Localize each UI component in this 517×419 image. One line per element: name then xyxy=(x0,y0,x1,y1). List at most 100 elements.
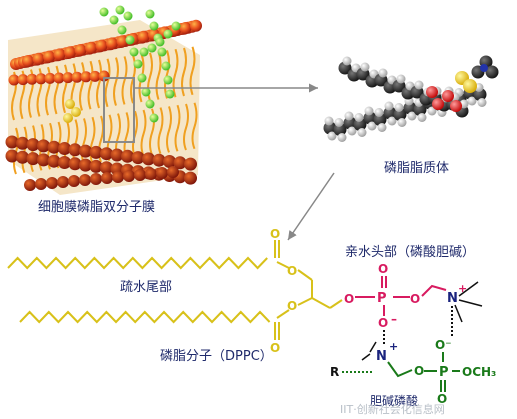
lipid-head xyxy=(53,48,66,61)
highlight-lipid xyxy=(71,107,81,117)
hydrogen-atom xyxy=(347,126,357,136)
ester-linking-oxygen-upper: O xyxy=(287,264,297,278)
lipid-head xyxy=(26,73,38,85)
phosphate-ester-oxygen-right: O xyxy=(410,292,420,306)
lipid-head xyxy=(89,159,103,173)
membrane-caption: 细胞膜磷脂双分子膜 xyxy=(38,200,156,215)
lipid-head xyxy=(24,179,36,191)
fatty-acid-chain-upper xyxy=(7,256,268,270)
lipid-tail xyxy=(81,118,87,165)
lipid-tail xyxy=(62,64,68,114)
hydrogen-atom xyxy=(396,74,406,84)
lipid-head xyxy=(47,154,61,168)
protein-bead xyxy=(147,43,157,53)
oxygen-atom xyxy=(450,100,462,112)
lipid-tail xyxy=(89,116,96,164)
highlight-lipid xyxy=(63,113,73,123)
fatty-acid-chain-lower xyxy=(19,310,271,324)
protein-bead xyxy=(149,21,159,31)
lipid-head xyxy=(47,140,61,154)
choline-nitrogen: N xyxy=(447,291,458,306)
r-group-label: R xyxy=(330,365,339,379)
lipid-tail xyxy=(140,109,147,157)
lipid-head xyxy=(37,153,50,167)
protein-bead xyxy=(141,87,151,97)
lipid-head xyxy=(184,157,197,171)
lipid-head xyxy=(106,37,118,50)
lipid-head xyxy=(152,153,166,167)
phospholipid-space-filling-model xyxy=(323,55,499,142)
lower-phosphorus: P xyxy=(439,365,449,380)
lipid-head xyxy=(68,157,82,171)
ester-linking-oxygen-lower: O xyxy=(287,299,297,313)
hydrogen-atom xyxy=(324,116,334,126)
protein-bead xyxy=(115,5,125,15)
protein-bead xyxy=(157,47,167,57)
lower-anion-oxygen: O⁻ xyxy=(435,338,452,352)
lipid-head xyxy=(16,150,29,164)
protein-bead xyxy=(165,89,175,99)
lower-ester-oxygen: O xyxy=(414,364,424,378)
protein-bead xyxy=(117,25,127,35)
protein-bead xyxy=(137,73,147,83)
hydrogen-atom xyxy=(327,131,337,141)
ester-oxygen-upper: O xyxy=(270,227,280,241)
lipid-head xyxy=(79,158,92,172)
hydrogen-atom xyxy=(477,98,487,107)
hydrogen-atom xyxy=(334,118,344,127)
lipid-head xyxy=(101,172,113,184)
lipid-head xyxy=(58,142,71,155)
lipid-head xyxy=(89,70,101,82)
oxygen-atom xyxy=(442,90,454,102)
protein-bead xyxy=(171,21,181,31)
lipid-tail xyxy=(87,60,94,110)
protein-bead xyxy=(109,15,119,25)
lipid-head xyxy=(22,55,34,67)
membrane-bilayer-illustration xyxy=(5,5,202,195)
lipid-head xyxy=(26,138,40,152)
phosphoryl-oxygen: O xyxy=(378,262,388,276)
hydrogen-atom xyxy=(387,116,397,126)
lipid-head xyxy=(85,41,97,54)
hydrogen-atom xyxy=(357,128,367,137)
liposome-caption: 磷脂脂质体 xyxy=(384,161,450,176)
lipid-head xyxy=(90,173,102,185)
hydrogen-atom xyxy=(397,118,407,127)
hydrogen-atom xyxy=(407,111,417,121)
highlight-lipid xyxy=(65,99,75,109)
choline-carbon-atom xyxy=(485,65,499,79)
lipid-tail xyxy=(113,57,119,106)
lipid-head xyxy=(64,46,76,59)
ester-oxygen-lower: O xyxy=(270,341,280,355)
protein-bead xyxy=(139,47,149,57)
lipid-head xyxy=(35,73,47,85)
lipid-head xyxy=(68,143,82,157)
lipid-head xyxy=(156,167,168,179)
lipid-head xyxy=(89,145,103,159)
hydrogen-atom xyxy=(342,56,352,66)
lipid-tail xyxy=(172,48,179,98)
membrane-protein-chains xyxy=(99,5,181,123)
lipid-head xyxy=(116,35,129,48)
hydrogen-atom xyxy=(354,113,364,122)
phosphate-ester-oxygen-left: O xyxy=(344,292,354,306)
lipid-head xyxy=(163,155,176,168)
lipid-tail xyxy=(164,50,170,99)
oxygen-atom xyxy=(426,86,438,98)
lipid-head xyxy=(190,19,202,32)
lipid-head xyxy=(8,74,20,86)
lower-nitrogen: N xyxy=(376,349,387,364)
lipid-head xyxy=(112,171,124,183)
lipid-head xyxy=(80,71,92,83)
lipid-head xyxy=(44,72,56,84)
lower-phosphoryl-oxygen: O xyxy=(437,392,447,406)
hydrophobic-tail-caption: 疏水尾部 xyxy=(120,280,173,295)
lipid-tail xyxy=(155,51,162,100)
protein-bead xyxy=(123,11,133,21)
hydrogen-atom xyxy=(384,101,394,111)
lipid-head xyxy=(121,149,134,163)
lipid-head xyxy=(134,169,146,181)
lower-nitrogen-charge: + xyxy=(389,340,398,353)
